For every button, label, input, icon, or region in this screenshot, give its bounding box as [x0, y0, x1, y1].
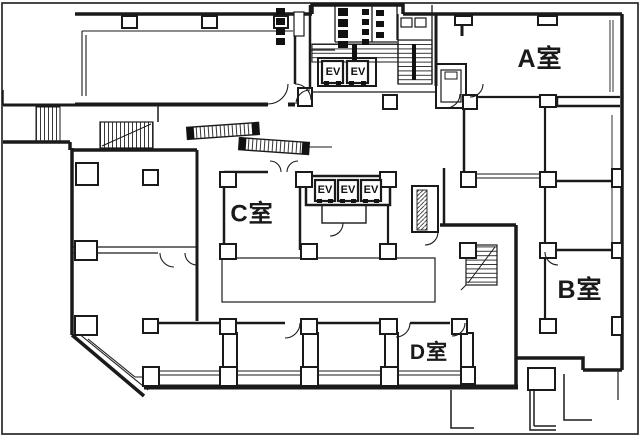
- toilet-fixtures: [276, 8, 384, 48]
- elevator-label: EV: [340, 184, 356, 196]
- elevator-label: EV: [325, 66, 341, 78]
- escalator-up: [185, 121, 261, 141]
- elevator-label: EV: [317, 184, 333, 196]
- columns: [74, 15, 623, 387]
- elevator-door-tabs: [317, 81, 379, 203]
- room-label-a: A室: [517, 45, 563, 73]
- exterior-site-lines: [450, 374, 592, 431]
- elevator-label: EV: [363, 184, 379, 196]
- room-label-c: C室: [230, 200, 274, 228]
- stairs: [35, 39, 498, 291]
- room-label-d: D室: [409, 341, 449, 364]
- bottom-band-partitions: [222, 332, 474, 371]
- escalator-down: [237, 136, 311, 156]
- room-label-b: B室: [557, 276, 603, 304]
- elevator-label: EV: [350, 66, 366, 78]
- toilet-counters: [293, 11, 427, 37]
- door-arcs: [159, 83, 559, 339]
- elevator-boxes: [313, 59, 383, 203]
